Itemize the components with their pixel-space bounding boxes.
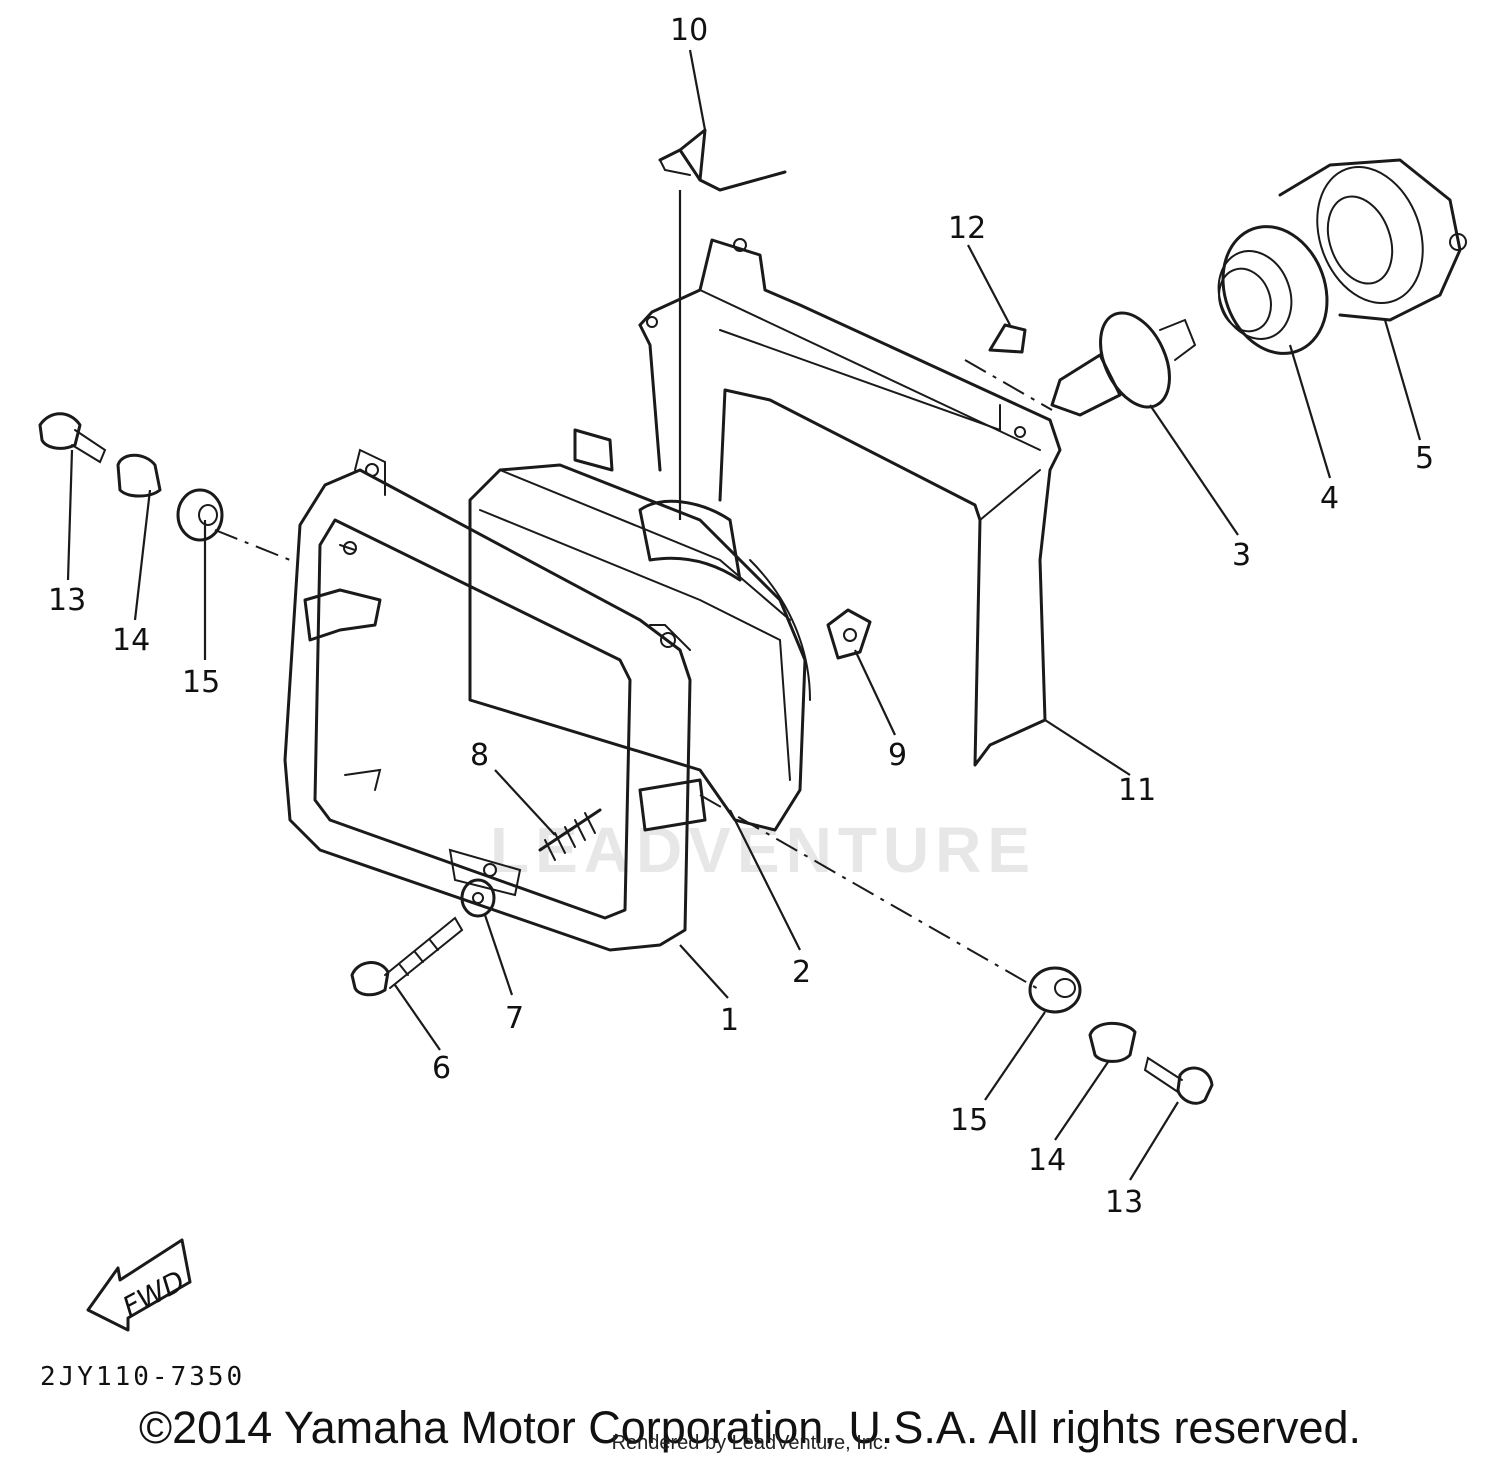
callout-8: 8 [470,738,489,773]
callout-3: 3 [1232,538,1251,573]
callout-9: 9 [888,738,907,773]
leader-15b [984,1011,1046,1101]
callout-14-right: 14 [1028,1143,1066,1178]
callout-7: 7 [505,1001,524,1036]
adjusting-spring [538,808,602,861]
leader-14a [133,489,152,621]
callout-11: 11 [1118,773,1156,808]
collar-right [1088,1021,1137,1063]
alignment-line-right [699,794,1041,991]
callout-6: 6 [432,1051,451,1086]
alignment-line-top [964,359,1053,411]
callout-12: 12 [948,211,986,246]
grommet-right [1028,966,1082,1014]
leader-8 [494,769,556,836]
callout-2: 2 [792,955,811,990]
washer [460,878,496,918]
bolt-right [1143,1056,1214,1105]
small-grommet [988,323,1027,354]
leader-12 [967,244,1011,326]
leader-3 [1149,404,1239,536]
bulb-cover-boot [1278,158,1467,322]
copyright-notice: ©2014 Yamaha Motor Corporation, U.S.A. A… [138,1402,1362,1453]
leader-2 [729,809,801,951]
collar-left [116,453,162,498]
callout-13-left: 13 [48,583,86,618]
headlight-cover-bracket [638,238,1062,767]
callout-15-left: 15 [182,665,220,700]
leader-7 [483,914,514,996]
leader-10 [688,49,707,131]
square-nut [826,608,872,660]
leader-14b [1054,1061,1109,1141]
grommet-left [176,488,224,542]
callout-10: 10 [670,13,708,48]
headlight-bulb [1050,311,1197,417]
leader-5 [1383,319,1422,441]
bolt-left [38,412,107,464]
leader-4 [1288,344,1332,479]
leader-1 [679,944,729,999]
alignment-line-left [214,529,291,561]
drawing-code: 2JY110-7350 [40,1362,246,1392]
callout-13-right: 13 [1105,1185,1143,1220]
headlight-unit [468,428,811,832]
callout-4: 4 [1320,481,1339,516]
rendered-by-notice: Rendered by LeadVenture, Inc. [611,1432,889,1454]
callout-14-left: 14 [112,623,150,658]
leader-13a [66,449,74,581]
headlight-rim [283,448,707,952]
leader-9 [854,649,896,736]
leader-13b [1129,1101,1179,1181]
bulb-socket [1217,225,1329,355]
forward-arrow-icon: FWD [86,1238,192,1332]
callout-1: 1 [720,1003,739,1038]
callout-5: 5 [1415,441,1434,476]
leader-6 [394,984,441,1051]
callout-15-right: 15 [950,1103,988,1138]
adjusting-screw [350,916,464,997]
leader-11 [1044,719,1131,776]
